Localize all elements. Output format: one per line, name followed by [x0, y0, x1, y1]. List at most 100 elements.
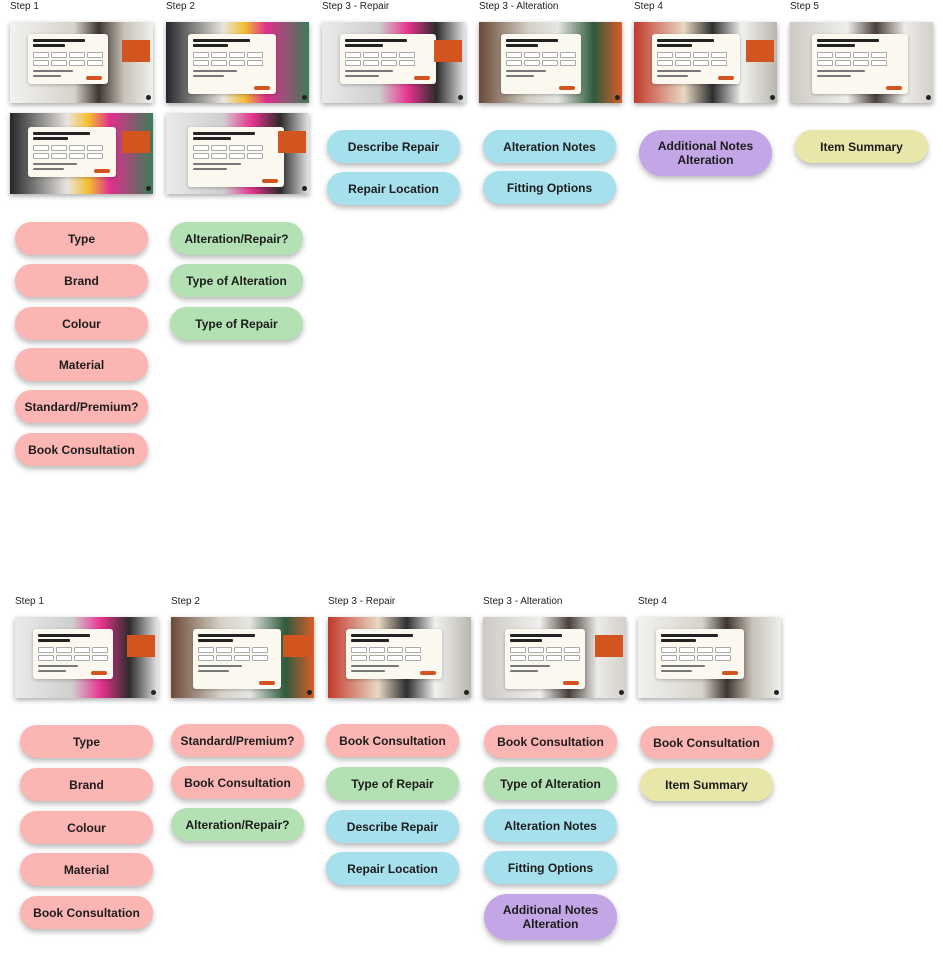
continue-button[interactable] [254, 86, 270, 90]
option-chip[interactable] [193, 52, 209, 58]
option-chip[interactable] [564, 655, 580, 661]
option-chip[interactable] [69, 153, 85, 159]
continue-button[interactable] [563, 681, 579, 685]
option-chip[interactable] [835, 60, 851, 66]
option-chip[interactable] [693, 52, 709, 58]
help-icon[interactable] [458, 95, 463, 100]
continue-button[interactable] [94, 169, 110, 173]
screen-thumbnail[interactable] [328, 617, 471, 698]
continue-button[interactable] [559, 86, 575, 90]
continue-button[interactable] [262, 179, 278, 183]
help-icon[interactable] [619, 690, 624, 695]
continue-button[interactable] [420, 671, 436, 675]
help-icon[interactable] [770, 95, 775, 100]
option-chip[interactable] [399, 60, 415, 66]
option-chip[interactable] [229, 60, 245, 66]
option-chip[interactable] [387, 655, 403, 661]
option-chip[interactable] [853, 60, 869, 66]
option-chip[interactable] [542, 60, 558, 66]
option-chip[interactable] [369, 655, 385, 661]
option-chip[interactable] [697, 647, 713, 653]
option-chip[interactable] [229, 153, 245, 159]
option-chip[interactable] [87, 145, 103, 151]
option-chip[interactable] [211, 52, 227, 58]
continue-button[interactable] [718, 76, 734, 80]
option-chip[interactable] [657, 60, 673, 66]
option-chip[interactable] [345, 60, 361, 66]
option-chip[interactable] [38, 647, 54, 653]
option-chip[interactable] [193, 60, 209, 66]
option-chip[interactable] [560, 52, 576, 58]
option-chip[interactable] [33, 153, 49, 159]
option-chip[interactable] [369, 647, 385, 653]
screen-thumbnail[interactable] [638, 617, 781, 698]
screen-thumbnail[interactable] [15, 617, 158, 698]
option-chip[interactable] [697, 655, 713, 661]
option-chip[interactable] [661, 647, 677, 653]
option-chip[interactable] [711, 52, 727, 58]
option-chip[interactable] [817, 52, 833, 58]
option-chip[interactable] [252, 655, 268, 661]
option-chip[interactable] [33, 60, 49, 66]
option-chip[interactable] [87, 52, 103, 58]
continue-button[interactable] [259, 681, 275, 685]
option-chip[interactable] [524, 60, 540, 66]
option-chip[interactable] [198, 655, 214, 661]
option-chip[interactable] [211, 60, 227, 66]
option-chip[interactable] [524, 52, 540, 58]
screen-thumbnail[interactable] [166, 22, 309, 103]
continue-button[interactable] [414, 76, 430, 80]
option-chip[interactable] [675, 52, 691, 58]
option-chip[interactable] [247, 153, 263, 159]
help-icon[interactable] [926, 95, 931, 100]
option-chip[interactable] [193, 153, 209, 159]
option-chip[interactable] [69, 52, 85, 58]
option-chip[interactable] [252, 647, 268, 653]
option-chip[interactable] [51, 153, 67, 159]
option-chip[interactable] [247, 60, 263, 66]
option-chip[interactable] [51, 52, 67, 58]
option-chip[interactable] [506, 60, 522, 66]
option-chip[interactable] [51, 145, 67, 151]
help-icon[interactable] [307, 690, 312, 695]
option-chip[interactable] [33, 52, 49, 58]
option-chip[interactable] [211, 153, 227, 159]
option-chip[interactable] [87, 153, 103, 159]
option-chip[interactable] [510, 647, 526, 653]
option-chip[interactable] [546, 647, 562, 653]
option-chip[interactable] [871, 60, 887, 66]
option-chip[interactable] [56, 647, 72, 653]
option-chip[interactable] [679, 655, 695, 661]
option-chip[interactable] [345, 52, 361, 58]
option-chip[interactable] [657, 52, 673, 58]
option-chip[interactable] [216, 655, 232, 661]
continue-button[interactable] [886, 86, 902, 90]
screen-thumbnail[interactable] [166, 113, 309, 194]
option-chip[interactable] [92, 655, 108, 661]
continue-button[interactable] [86, 76, 102, 80]
screen-thumbnail[interactable] [10, 113, 153, 194]
continue-button[interactable] [91, 671, 107, 675]
option-chip[interactable] [506, 52, 522, 58]
help-icon[interactable] [302, 186, 307, 191]
option-chip[interactable] [247, 52, 263, 58]
option-chip[interactable] [405, 655, 421, 661]
option-chip[interactable] [92, 647, 108, 653]
option-chip[interactable] [381, 60, 397, 66]
screen-thumbnail[interactable] [790, 22, 933, 103]
help-icon[interactable] [464, 690, 469, 695]
help-icon[interactable] [302, 95, 307, 100]
help-icon[interactable] [146, 186, 151, 191]
option-chip[interactable] [387, 647, 403, 653]
option-chip[interactable] [853, 52, 869, 58]
option-chip[interactable] [675, 60, 691, 66]
option-chip[interactable] [542, 52, 558, 58]
screen-thumbnail[interactable] [10, 22, 153, 103]
help-icon[interactable] [774, 690, 779, 695]
screen-thumbnail[interactable] [634, 22, 777, 103]
option-chip[interactable] [405, 647, 421, 653]
option-chip[interactable] [528, 647, 544, 653]
option-chip[interactable] [74, 655, 90, 661]
continue-button[interactable] [722, 671, 738, 675]
option-chip[interactable] [661, 655, 677, 661]
